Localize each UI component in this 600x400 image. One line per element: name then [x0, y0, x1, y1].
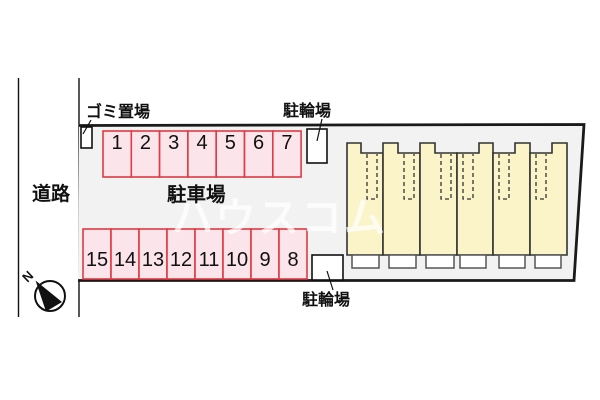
unit-stairs [535, 154, 547, 200]
bicycle-parking-top: 駐輪場 [283, 101, 331, 164]
parking-spot [158, 130, 189, 178]
parking-spot-number: 15 [86, 249, 108, 271]
parking-spot-number: 5 [225, 132, 236, 154]
bicycle-leader-bottom [326, 270, 334, 291]
parking-spot [243, 130, 274, 178]
compass-n-label: N [19, 268, 36, 285]
unit-stairs [403, 154, 415, 200]
parking-spot-number: 10 [226, 249, 248, 271]
bicycle-label-bottom: 駐輪場 [302, 290, 350, 309]
parking-spot-number: 3 [168, 132, 179, 154]
building [346, 142, 568, 269]
parking-spot-number: 8 [287, 249, 298, 271]
parking-row-bottom: 15 14 13 12 11 10 9 8 [82, 228, 308, 280]
unit-stairs [498, 154, 510, 200]
unit-stairs [366, 154, 378, 200]
bicycle-label-top: 駐輪場 [283, 101, 331, 120]
parking-spot [166, 228, 196, 280]
parking-spot-number: 14 [114, 249, 136, 271]
watermark: ハウスコム [172, 195, 387, 241]
parking-spot [110, 228, 140, 280]
bicycle-box-bottom [311, 254, 344, 281]
compass-needle [35, 280, 62, 312]
parking-spot-number: 6 [253, 132, 264, 154]
compass: N [19, 268, 66, 312]
parking-spot [194, 228, 224, 280]
parking-lot: 1 2 3 4 5 6 7 駐車場 15 14 13 12 11 10 9 8 [82, 130, 308, 280]
parking-spot-number: 2 [140, 132, 151, 154]
building-unit [529, 142, 568, 256]
parking-spot-number: 4 [196, 132, 207, 154]
parking-spot-number: 13 [142, 249, 164, 271]
parking-row-top: 1 2 3 4 5 6 7 [102, 130, 302, 178]
parking-spot [271, 130, 302, 178]
unit-porch [459, 254, 487, 269]
garbage-area: ゴミ置場 [80, 102, 150, 149]
parking-spot [130, 130, 161, 178]
garbage-label: ゴミ置場 [86, 102, 150, 121]
parking-spot [222, 228, 252, 280]
parking-spot [215, 130, 246, 178]
parking-spot-number: 1 [112, 132, 123, 154]
unit-porch [534, 254, 562, 269]
unit-stairs [440, 154, 452, 200]
parking-spot [138, 228, 168, 280]
unit-porch [388, 254, 417, 269]
unit-porch [425, 254, 455, 269]
road-label: 道路 [32, 182, 71, 205]
bicycle-parking-bottom: 駐輪場 [302, 254, 350, 309]
bicycle-leader-top [316, 118, 323, 142]
parking-spot-number: 11 [199, 249, 220, 271]
parking-spot-number: 7 [281, 132, 292, 154]
parking-spot-number: 9 [259, 249, 270, 271]
garbage-box [80, 126, 93, 149]
parking-spot-number: 12 [170, 249, 192, 271]
unit-porch [351, 254, 380, 269]
parking-lot-label: 駐車場 [167, 183, 226, 206]
bicycle-box-top [306, 128, 328, 164]
unit-porch [498, 254, 526, 269]
garbage-leader-line [82, 119, 92, 135]
unit-stairs [462, 154, 474, 200]
parking-spot [278, 228, 308, 280]
building-unit [456, 142, 494, 256]
parking-spot [82, 228, 112, 280]
building-unit [492, 142, 531, 256]
